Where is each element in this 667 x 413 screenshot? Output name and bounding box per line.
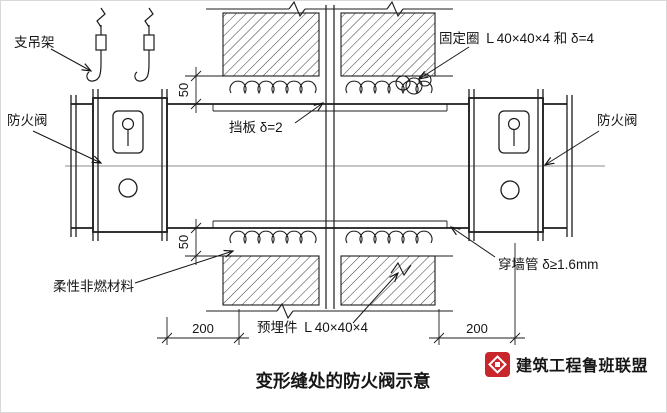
- label-fire-damper-left: 防火阀: [7, 113, 48, 128]
- coil-top-left: [229, 80, 317, 95]
- watermark-text: 建筑工程鲁班联盟: [516, 356, 648, 375]
- hangers: [86, 7, 155, 82]
- leader-hanger: [50, 48, 91, 71]
- wall-structure: [206, 1, 453, 320]
- label-hanger: 支吊架: [14, 35, 55, 50]
- damper-operator: [112, 110, 144, 154]
- dim-50-bottom: [185, 219, 209, 265]
- leader-wall-sleeve: [451, 227, 496, 258]
- wall-block-top-right: [340, 12, 436, 77]
- hanger-rod-break: [96, 7, 106, 28]
- dim-200-left: [157, 309, 249, 345]
- label-wall-sleeve: 穿墙管 δ≥1.6mm: [498, 257, 598, 272]
- flexible-material-coils: [229, 73, 433, 277]
- turnbuckle: [143, 34, 155, 51]
- coil-bottom-left: [229, 230, 317, 245]
- fusible-link: [118, 178, 138, 198]
- dimension-texts: 50 50 200 200: [176, 83, 488, 336]
- leader-fixing-ring: [419, 46, 470, 79]
- keyhole: [507, 117, 521, 131]
- fixing-ring-mark: [395, 73, 432, 95]
- watermark-logo-icon: [485, 352, 510, 377]
- keyhole: [121, 117, 135, 131]
- fusible-link: [500, 180, 520, 200]
- label-embedded-part: 预埋件 Ｌ40×40×4: [257, 320, 369, 335]
- duct: [65, 103, 605, 229]
- dim-text-200-left: 200: [192, 321, 214, 336]
- leader-flexible-material: [134, 251, 233, 284]
- fire-damper-right: [468, 89, 573, 241]
- damper-operator: [498, 110, 530, 154]
- hanger-rod-break: [144, 7, 154, 28]
- hanger-hook: [86, 62, 102, 82]
- damper-body: [92, 97, 168, 233]
- dim-text-50-top: 50: [176, 83, 191, 97]
- dim-50-top: [185, 67, 209, 113]
- leader-embedded-part: [352, 273, 398, 324]
- coil-bottom-right: [345, 230, 433, 245]
- wall-block-bottom-right: [340, 255, 436, 306]
- watermark: 建筑工程鲁班联盟: [485, 352, 648, 377]
- dimensions: [157, 67, 525, 345]
- hanger-hook: [134, 62, 150, 82]
- text-labels: 支吊架 防火阀 防火阀 挡板 δ=2 固定圈 Ｌ40×40×4 和 δ=4 穿墙…: [7, 31, 638, 335]
- damper-body: [468, 97, 544, 233]
- leader-lines: [32, 46, 600, 324]
- break-mark: [276, 302, 294, 320]
- deformation-joint-baffle: [325, 5, 335, 309]
- wall-block-top-left: [222, 12, 320, 77]
- label-fire-damper-right: 防火阀: [597, 113, 638, 128]
- wall-block-bottom-left: [222, 255, 320, 306]
- dim-200-right: [429, 243, 525, 345]
- dim-text-50-bottom: 50: [176, 235, 191, 249]
- coil-top-right: [345, 80, 433, 95]
- dim-text-200-right: 200: [466, 321, 488, 336]
- label-flexible-material: 柔性非燃材料: [53, 278, 134, 294]
- leader-fire-damper-left: [32, 130, 101, 163]
- label-baffle: 挡板 δ=2: [229, 120, 283, 135]
- label-fixing-ring: 固定圈 Ｌ40×40×4 和 δ=4: [439, 31, 594, 46]
- fire-damper-left: [70, 89, 168, 241]
- leader-fire-damper-right: [545, 130, 600, 165]
- embedded-part-mark: [390, 261, 412, 277]
- leader-baffle: [294, 103, 323, 124]
- drawing-title: 变形缝处的防火阀示意: [256, 371, 431, 391]
- turnbuckle: [95, 34, 107, 51]
